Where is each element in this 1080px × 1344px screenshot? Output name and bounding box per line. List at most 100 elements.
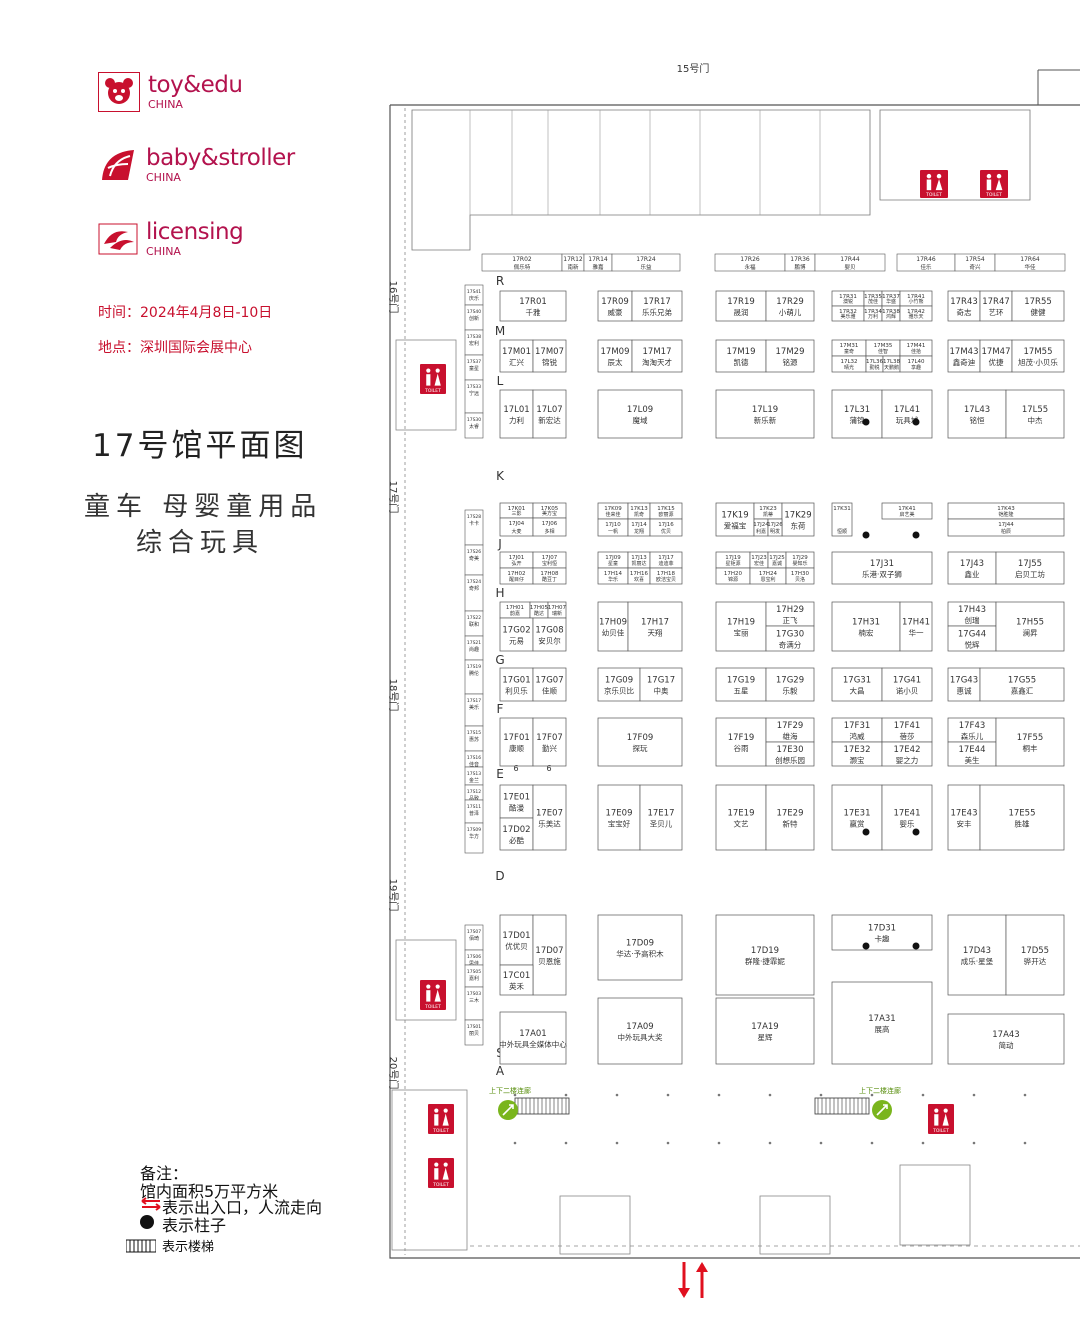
booth[interactable]: [899, 601, 933, 652]
booth[interactable]: [597, 601, 629, 652]
booth[interactable]: [649, 518, 683, 537]
booth[interactable]: [831, 601, 901, 652]
booth[interactable]: [532, 389, 567, 439]
booth[interactable]: [765, 625, 815, 652]
west-booth[interactable]: [464, 1019, 484, 1046]
booth[interactable]: [631, 290, 683, 322]
booth[interactable]: [831, 502, 853, 537]
booth[interactable]: [765, 741, 815, 767]
booth[interactable]: [1005, 914, 1065, 996]
booth[interactable]: [532, 339, 567, 373]
booth[interactable]: [499, 617, 534, 652]
main-entrance-arrows-icon[interactable]: [676, 1260, 712, 1300]
top-booth[interactable]: [994, 253, 1066, 272]
booth[interactable]: [532, 914, 567, 996]
booth[interactable]: [627, 601, 683, 652]
booth[interactable]: [499, 784, 534, 819]
booth[interactable]: [979, 667, 1065, 702]
booth[interactable]: [715, 667, 767, 702]
booth[interactable]: [597, 997, 683, 1065]
booth[interactable]: [499, 389, 534, 439]
west-booth[interactable]: [464, 284, 484, 306]
booth[interactable]: [715, 389, 815, 439]
booth[interactable]: [1011, 290, 1065, 322]
booth[interactable]: [899, 355, 933, 373]
booth[interactable]: [499, 290, 567, 322]
booth[interactable]: [947, 551, 997, 585]
booth[interactable]: [831, 389, 883, 439]
booth[interactable]: [947, 667, 981, 702]
booth[interactable]: [631, 339, 683, 373]
row-letter: L: [497, 374, 504, 388]
booth[interactable]: [881, 717, 933, 743]
booth[interactable]: [532, 517, 567, 537]
booth[interactable]: [715, 717, 767, 767]
booth[interactable]: [995, 551, 1065, 585]
booth[interactable]: [765, 290, 815, 322]
booth[interactable]: [947, 389, 1007, 439]
booth[interactable]: [532, 717, 567, 767]
toilet-icon-male: [934, 1108, 939, 1113]
booth[interactable]: [947, 741, 997, 767]
booth[interactable]: [532, 784, 567, 851]
booth[interactable]: [831, 914, 933, 951]
booth[interactable]: [831, 741, 883, 767]
booth[interactable]: [781, 502, 815, 537]
booth[interactable]: [715, 339, 767, 373]
booth[interactable]: [715, 784, 767, 851]
booth[interactable]: [499, 1011, 567, 1065]
booth[interactable]: [499, 914, 534, 966]
booth[interactable]: [995, 601, 1065, 652]
booth[interactable]: [947, 914, 1007, 996]
booth[interactable]: [765, 717, 815, 743]
booth[interactable]: [765, 339, 815, 373]
booth[interactable]: [639, 784, 683, 851]
booth[interactable]: [881, 389, 933, 439]
booth[interactable]: [767, 518, 783, 537]
booth[interactable]: [715, 601, 767, 652]
booth[interactable]: [499, 964, 534, 996]
booth[interactable]: [979, 784, 1065, 851]
booth[interactable]: [715, 997, 815, 1065]
top-booth[interactable]: [611, 253, 681, 272]
booth[interactable]: [979, 290, 1013, 322]
booth[interactable]: [881, 667, 933, 702]
booth[interactable]: [765, 784, 815, 851]
booth[interactable]: [499, 339, 534, 373]
booth-name: 京乐贝比: [604, 686, 634, 696]
booth[interactable]: [597, 339, 633, 373]
booth[interactable]: [881, 741, 933, 767]
booth[interactable]: [899, 305, 933, 322]
booth[interactable]: [831, 981, 933, 1065]
booth[interactable]: [831, 784, 883, 851]
booth[interactable]: [1005, 389, 1065, 439]
booth[interactable]: [765, 667, 815, 702]
booth[interactable]: [715, 502, 755, 537]
booth[interactable]: [1011, 339, 1065, 373]
booth[interactable]: [785, 567, 815, 585]
booth[interactable]: [831, 667, 883, 702]
booth[interactable]: [597, 717, 683, 767]
top-booth[interactable]: [814, 253, 886, 272]
booth[interactable]: [881, 784, 933, 851]
booth[interactable]: [995, 717, 1065, 767]
booth[interactable]: [947, 339, 981, 373]
booth[interactable]: [639, 667, 683, 702]
west-booth[interactable]: [464, 412, 484, 439]
booth[interactable]: [831, 551, 933, 585]
booth[interactable]: [597, 914, 683, 981]
booth[interactable]: [947, 518, 1065, 537]
booth[interactable]: [597, 389, 683, 439]
booth[interactable]: [649, 567, 683, 585]
booth[interactable]: [532, 567, 567, 585]
booth[interactable]: [597, 667, 641, 702]
booth[interactable]: [499, 817, 534, 851]
west-booth[interactable]: [464, 822, 484, 854]
booth[interactable]: [881, 502, 933, 520]
booth[interactable]: [532, 617, 567, 652]
booth[interactable]: [532, 667, 567, 702]
booth[interactable]: [947, 784, 981, 851]
booth-name: 华达·予高积木: [616, 949, 664, 959]
booth[interactable]: [947, 1013, 1065, 1065]
booth[interactable]: [715, 914, 815, 996]
